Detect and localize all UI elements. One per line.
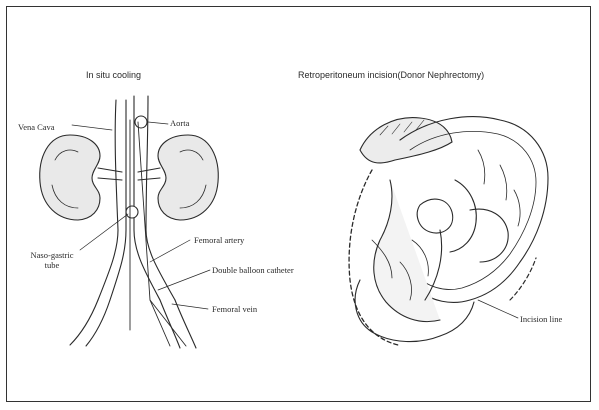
aorta-label: Aorta (170, 118, 189, 128)
ngtube-leader (80, 214, 128, 250)
incision-leader (478, 300, 518, 318)
balloon-leader (158, 270, 210, 290)
aorta-leader (148, 122, 168, 124)
retroperitoneum-illustration (349, 117, 548, 345)
right-panel-title: Retroperitoneum incision(Donor Nephrecto… (298, 70, 484, 80)
incision-line-label: Incision line (520, 314, 562, 324)
vena-cava-label: Vena Cava (18, 122, 55, 132)
femoral-vein-label: Femoral vein (212, 304, 257, 314)
vena-cava-leader (72, 125, 112, 130)
double-balloon-catheter-label: Double balloon catheter (212, 265, 294, 275)
femoral-artery-label: Femoral artery (194, 235, 244, 245)
left-panel-title: In situ cooling (86, 70, 141, 80)
femoral-artery-leader (150, 240, 190, 262)
naso-gastric-tube-label: Naso-gastric tube (22, 250, 82, 270)
